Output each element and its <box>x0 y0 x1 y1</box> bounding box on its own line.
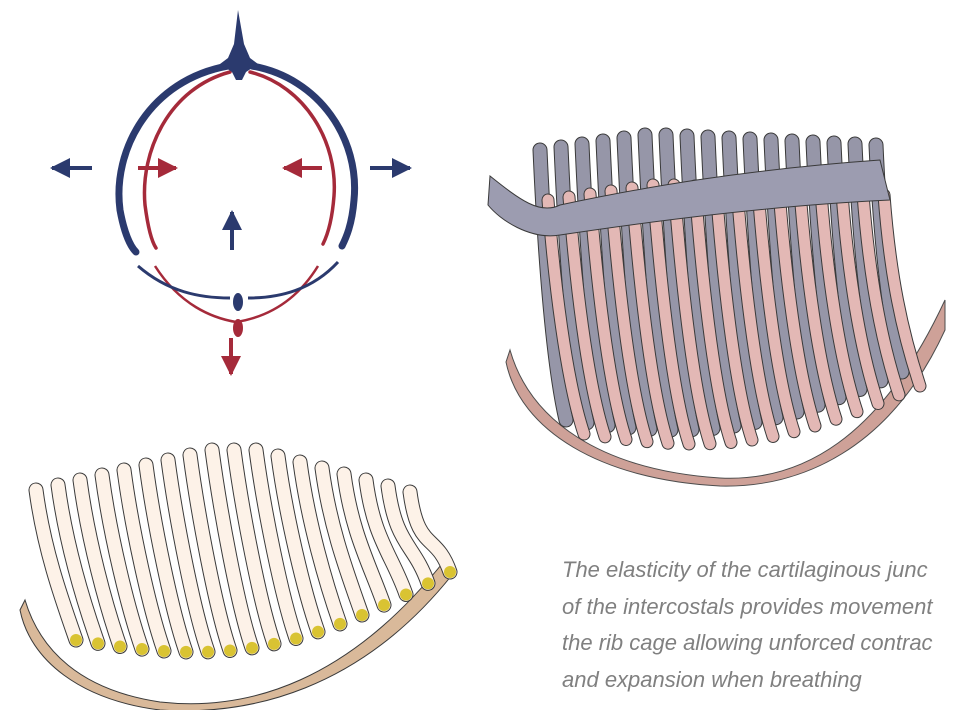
front-cartilage <box>422 577 434 589</box>
front-cartilage <box>202 646 214 658</box>
sternum-expanded <box>233 293 243 311</box>
cross-section-diagram <box>52 10 410 374</box>
caption-line: the rib cage allowing unforced contrac <box>562 625 955 662</box>
expanded-rib-left <box>119 66 228 252</box>
front-cartilage <box>290 632 302 644</box>
front-cartilage <box>268 638 280 650</box>
front-cartilage <box>400 588 412 600</box>
front-cartilage <box>444 566 456 578</box>
caption-line: and expansion when breathing <box>562 662 955 699</box>
front-cartilage <box>114 640 126 652</box>
sternum-contracted <box>233 319 243 337</box>
caption-line: of the intercostals provides movement <box>562 589 955 626</box>
front-rib-cage <box>20 450 456 710</box>
front-cartilage <box>158 645 170 657</box>
front-cartilage <box>334 618 346 630</box>
expanded-rib-right <box>252 66 355 246</box>
front-cartilage <box>224 644 236 656</box>
front-cartilage <box>70 634 82 646</box>
front-cartilage <box>246 642 258 654</box>
front-cartilage <box>180 646 192 658</box>
caption: The elasticity of the cartilaginous junc… <box>562 552 955 698</box>
front-cartilage <box>136 643 148 655</box>
caption-line: The elasticity of the cartilaginous junc <box>562 552 955 589</box>
front-cartilage <box>378 599 390 611</box>
front-cartilage <box>356 609 368 621</box>
contracted-rib-right <box>250 72 334 244</box>
front-cartilage <box>312 626 324 638</box>
front-cartilage <box>92 637 104 649</box>
overlay-rib-cage <box>488 135 945 486</box>
